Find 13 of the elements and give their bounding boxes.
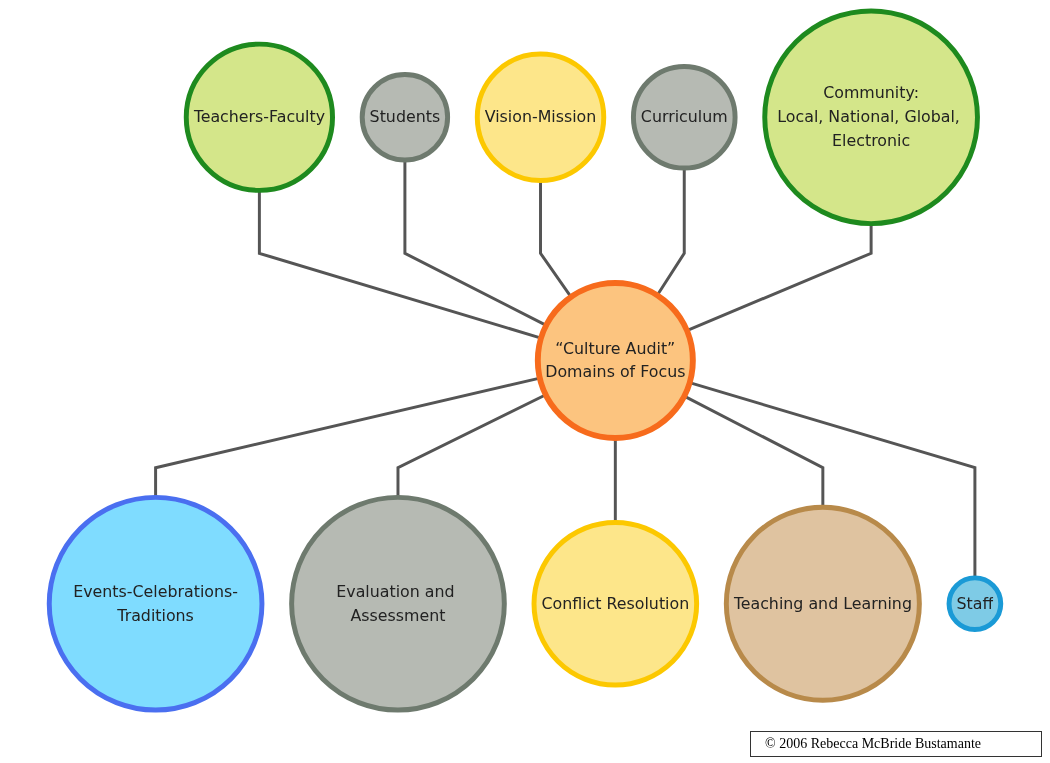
connector: [539, 180, 573, 298]
node-circle: Conflict Resolution: [531, 519, 700, 688]
node-circle: Teaching and Learning: [723, 504, 922, 703]
node-circle: Evaluation and Assessment: [289, 494, 507, 713]
node-circle: Teachers-Faculty: [183, 41, 335, 193]
node-circle: Staff: [946, 574, 1004, 632]
copyright-note: © 2006 Rebecca McBride Bustamante: [750, 731, 1042, 757]
node-circle: “Culture Audit” Domains of Focus: [534, 279, 696, 441]
node-circle: Vision-Mission: [474, 51, 607, 183]
node-circle: Students: [359, 71, 451, 162]
node-circle: Events-Celebrations-Traditions: [46, 494, 265, 713]
node-circle: Curriculum: [630, 63, 738, 171]
node-circle: Community: Local, National, Global, Electronic: [762, 7, 980, 226]
